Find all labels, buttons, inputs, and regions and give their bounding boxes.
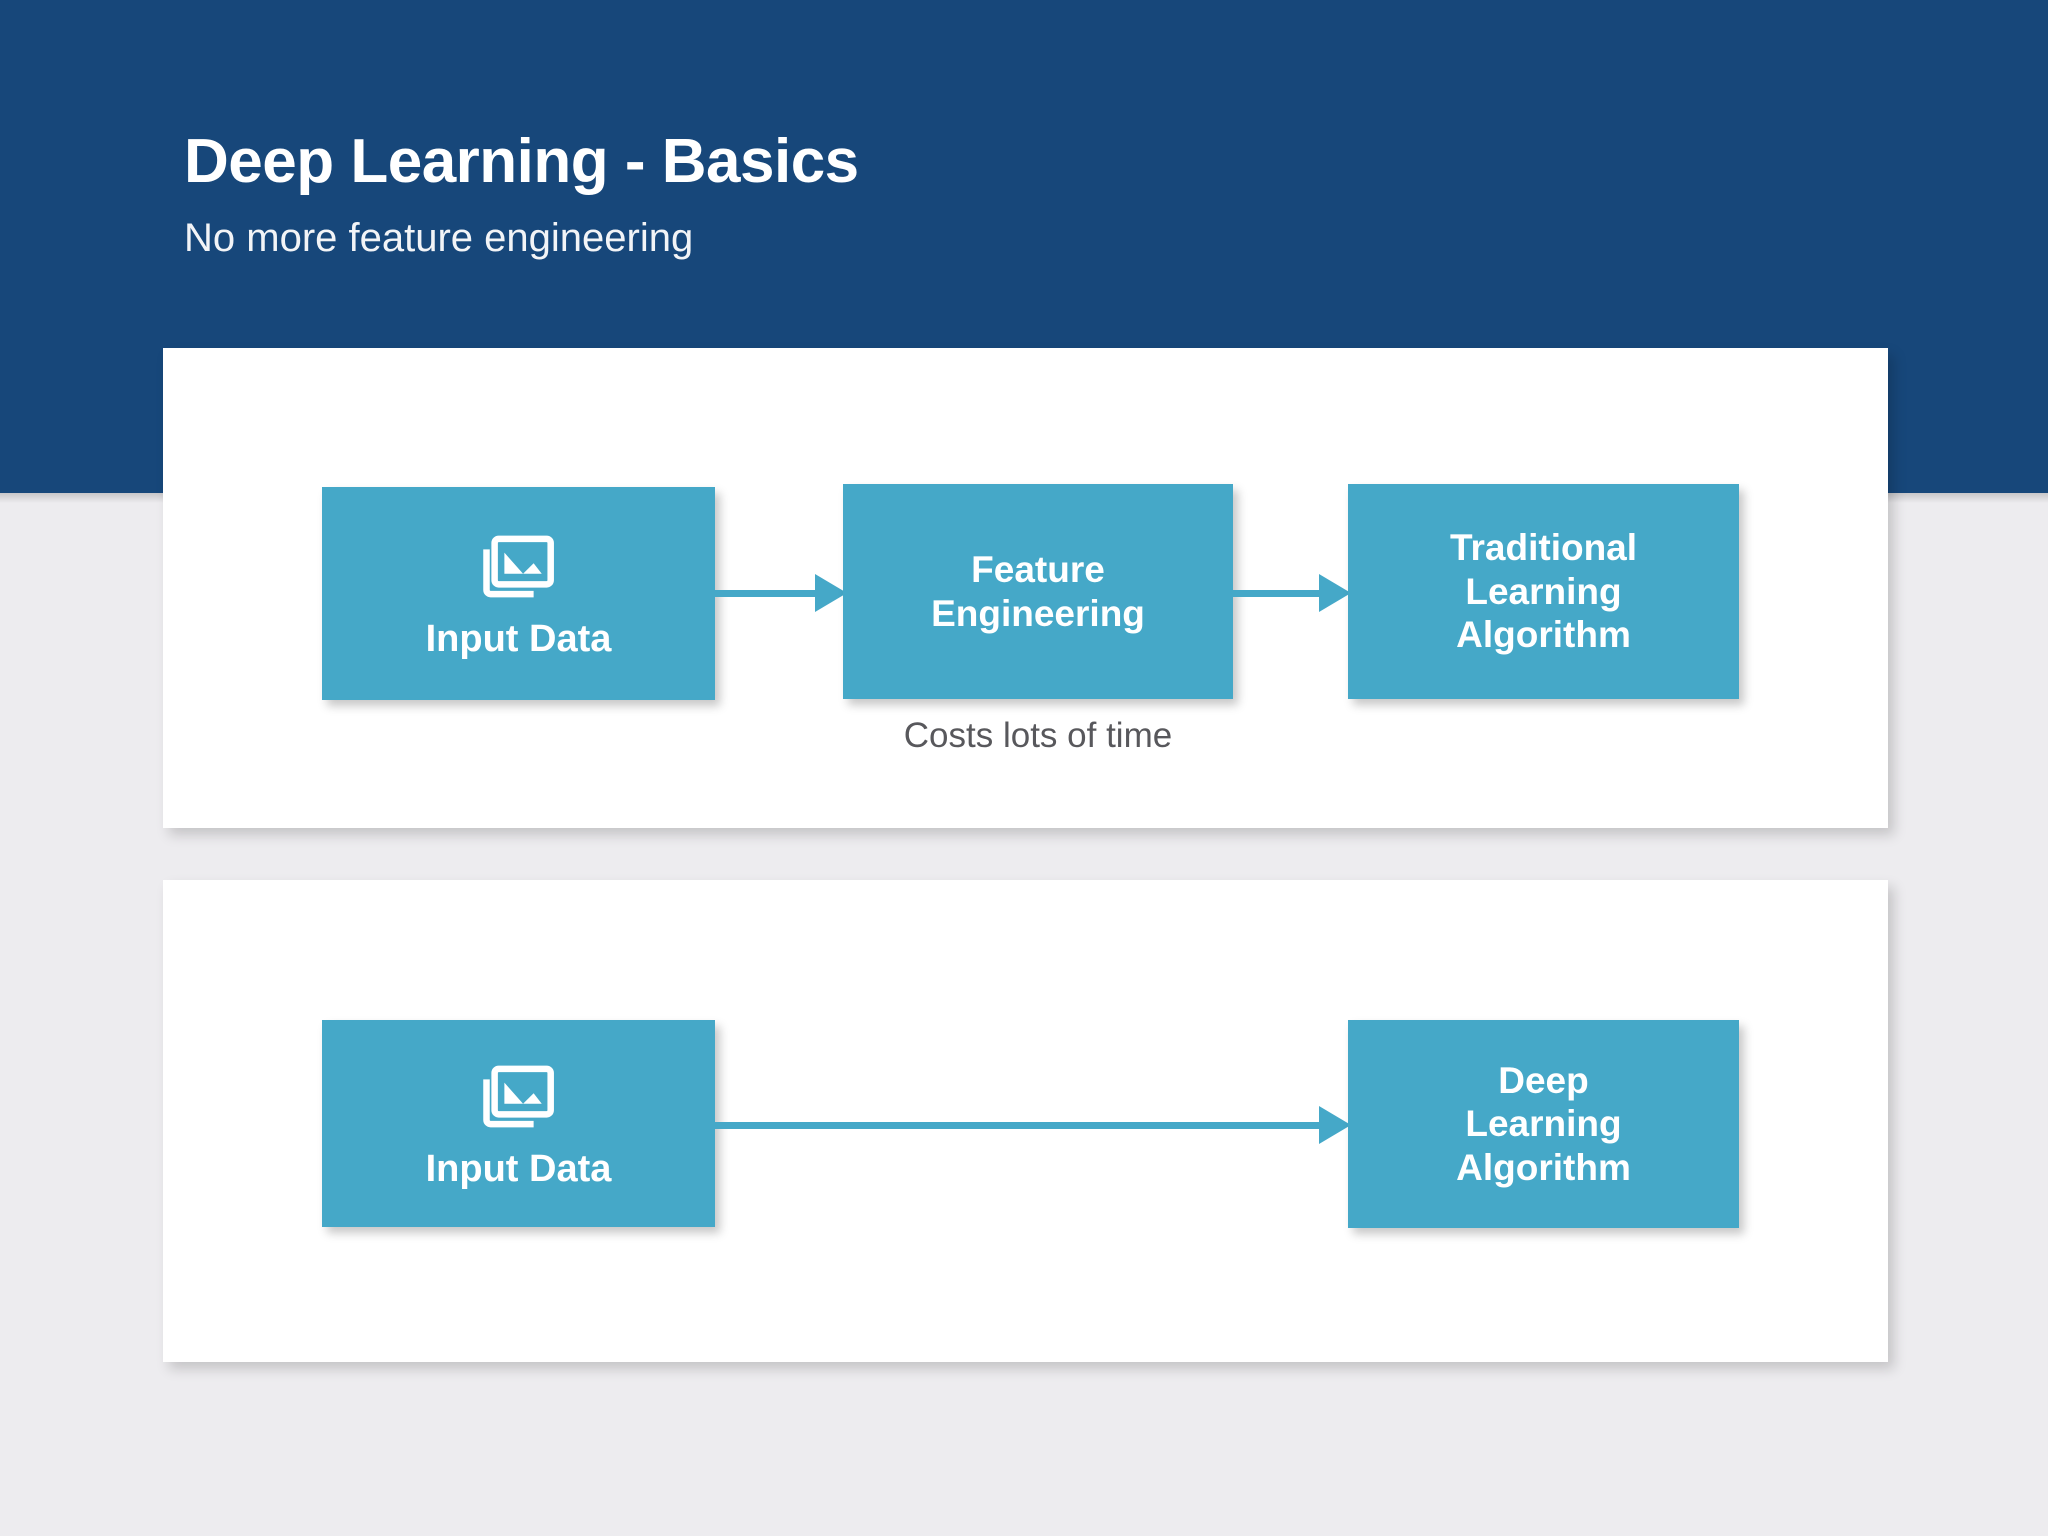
flow-caption-costs-lots-of-time: Costs lots of time [903,716,1173,755]
flow-node-deep-learning-algorithm[interactable]: Deep Learning Algorithm [1348,1020,1739,1228]
photo-library-icon [480,1055,558,1133]
arrow-feature-to-traditional [1233,573,1351,613]
arrow-input-to-feature [715,573,847,613]
flow-node-label: Feature Engineering [931,548,1145,634]
arrow-shaft [715,589,816,597]
page-subtitle: No more feature engineering [184,216,694,261]
flow-node-label: Deep Learning Algorithm [1456,1059,1631,1188]
flow-node-label: Traditional Learning Algorithm [1449,527,1638,656]
photo-library-icon [480,525,558,603]
arrow-input-to-deep-learning [715,1105,1351,1145]
arrow-head-icon [1319,1106,1351,1144]
flow-node-label: Input Data [425,618,612,661]
flow-node-input-data-2[interactable]: Input Data [322,1020,715,1227]
page-title: Deep Learning - Basics [184,127,859,196]
flow-node-feature-engineering[interactable]: Feature Engineering [843,484,1233,699]
arrow-head-icon [1319,574,1351,612]
flow-node-input-data-1[interactable]: Input Data [322,487,715,700]
title-block: Deep Learning - Basics No more feature e… [184,127,1584,262]
arrow-head-icon [815,574,847,612]
flow-node-label: Input Data [425,1148,612,1191]
arrow-shaft [1233,589,1320,597]
flow-node-traditional-learning-algorithm[interactable]: Traditional Learning Algorithm [1348,484,1739,699]
arrow-shaft [715,1121,1320,1129]
